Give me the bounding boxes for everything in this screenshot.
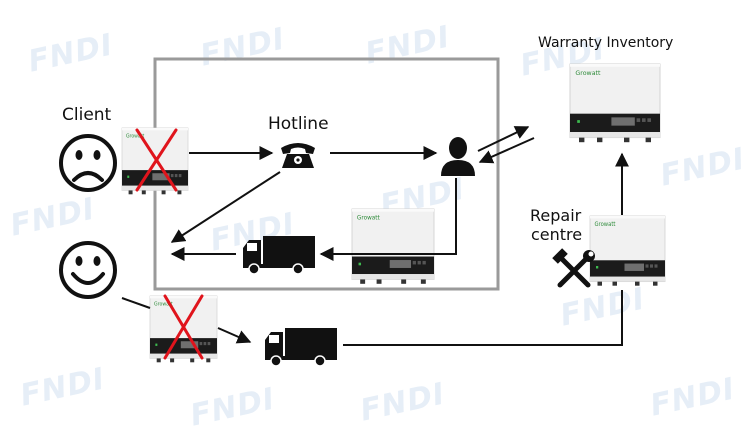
arrow-hotline-to-client bbox=[170, 171, 281, 243]
truck-icon bbox=[242, 235, 316, 275]
repair-centre-label-line2: centre bbox=[531, 225, 583, 244]
arrow-agent-to-shipping bbox=[319, 178, 457, 261]
warranty-inventory-inverter bbox=[569, 63, 661, 143]
replacement-inverter bbox=[351, 208, 435, 285]
line-truck-to-repair bbox=[343, 290, 623, 346]
line-client-to-return bbox=[121, 297, 151, 309]
client-label: Client bbox=[62, 105, 112, 125]
tools-icon bbox=[552, 248, 595, 288]
telephone-icon bbox=[281, 143, 315, 168]
arrow-inventory-to-agent bbox=[478, 137, 535, 164]
repair-centre-label-line1: Repair bbox=[530, 206, 582, 225]
truck-icon bbox=[264, 327, 338, 367]
defect-cross-icon bbox=[163, 294, 204, 360]
warranty-inventory-label: Warranty Inventory bbox=[538, 35, 674, 51]
defect-cross-icon bbox=[135, 128, 178, 192]
hotline-label: Hotline bbox=[268, 114, 329, 134]
person-icon bbox=[441, 137, 475, 176]
happy-face-icon bbox=[59, 241, 117, 299]
arrow-agent-to-inventory bbox=[477, 126, 530, 152]
arrow-return-to-truck bbox=[217, 327, 252, 344]
sad-face-icon bbox=[59, 134, 117, 192]
repair-centre-inverter bbox=[589, 215, 666, 287]
